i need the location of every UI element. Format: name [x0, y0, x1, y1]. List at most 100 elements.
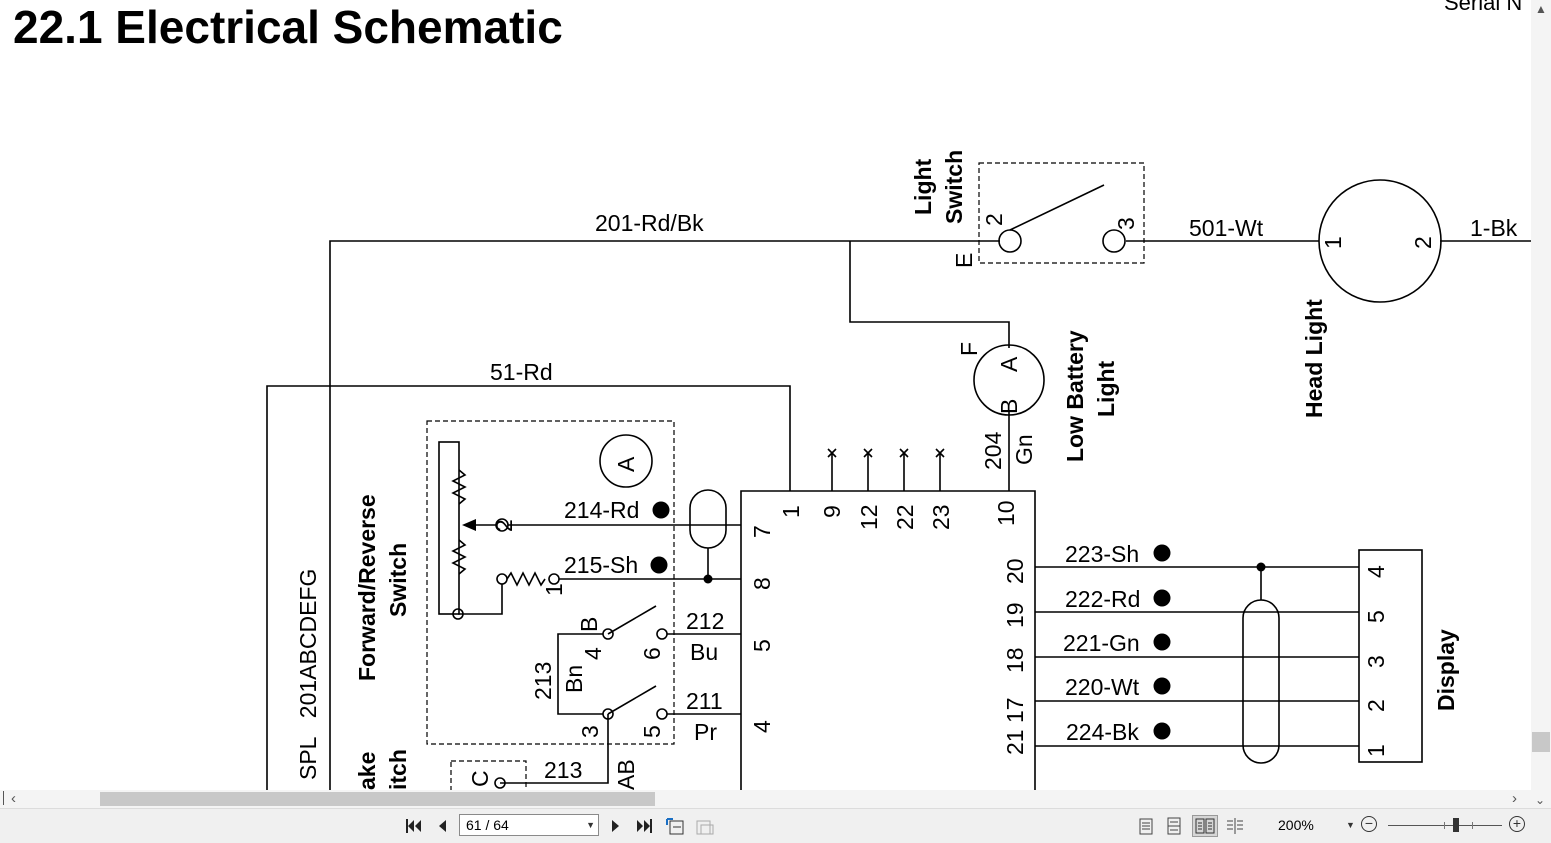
zoom-slider-tick — [1444, 822, 1445, 829]
pin-fr-3: 3 — [577, 725, 603, 738]
brake-switch-box — [450, 760, 527, 790]
scroll-down-icon[interactable]: ⌄ — [1535, 793, 1546, 807]
wire-color-gn: Gn — [1011, 434, 1037, 465]
pin-controller-8: 8 — [749, 577, 775, 590]
pin-controller-19: 19 — [1002, 602, 1028, 628]
pin-fr-2: 2 — [491, 519, 517, 532]
wire-label-224: 224-Bk — [1066, 719, 1139, 745]
pin-controller-12: 12 — [856, 504, 882, 530]
wire-label-213-bottom: 213 — [544, 757, 582, 783]
pin-controller-21-17: 21 17 — [1002, 697, 1028, 755]
brake-switch-label-line2: itch — [385, 749, 411, 790]
pin-controller-1: 1 — [778, 505, 804, 518]
vertical-scrollbar[interactable]: ▲ ⌄ — [1531, 0, 1551, 808]
pin-brake-c: C — [467, 770, 493, 787]
pin-display-3: 3 — [1363, 655, 1389, 668]
last-page-button[interactable] — [634, 815, 656, 837]
wire-label-201: 201-Rd/Bk — [595, 210, 704, 236]
pin-controller-22: 22 — [892, 504, 918, 530]
pin-controller-18: 18 — [1002, 647, 1028, 673]
zoom-in-button[interactable]: + — [1509, 816, 1525, 832]
next-view-icon — [696, 820, 714, 835]
display-label: Display — [1433, 629, 1459, 711]
zoom-slider-thumb[interactable] — [1453, 818, 1460, 832]
pin-light-switch-2: 2 — [981, 213, 1007, 226]
pin-low-battery-a: A — [996, 356, 1022, 372]
pin-head-light-2: 2 — [1410, 236, 1436, 249]
wire-color-pr: Pr — [694, 719, 717, 745]
horizontal-scroll-thumb[interactable] — [100, 792, 655, 806]
pin-controller-5: 5 — [749, 639, 775, 652]
pin-fr-1: 1 — [541, 583, 567, 596]
scroll-left-icon[interactable]: ‹ — [11, 790, 16, 807]
document-viewport[interactable]: 22.1 Electrical Schematic Serial N — [0, 0, 1531, 790]
two-page-icon — [1195, 818, 1215, 834]
previous-page-button[interactable] — [432, 815, 452, 837]
vertical-scroll-thumb[interactable] — [1532, 732, 1550, 752]
pin-controller-9: 9 — [819, 505, 845, 518]
previous-view-button[interactable] — [664, 815, 686, 837]
pin-low-battery-f: F — [956, 342, 982, 356]
head-light-label: Head Light — [1301, 299, 1327, 418]
connector-dots — [650, 501, 1171, 740]
pin-labels: 2 3 E 1 2 F A B 2 1 A B 4 6 3 5 1 9 12 2… — [467, 213, 1436, 790]
two-page-view-button[interactable] — [1192, 815, 1218, 837]
zoom-out-button[interactable]: − — [1361, 816, 1377, 832]
brake-switch-contact — [494, 777, 506, 789]
scroll-up-icon[interactable]: ▲ — [1535, 2, 1547, 16]
plus-icon: + — [1512, 815, 1522, 831]
viewer-toolbar: 61 / 64 ▼ 200% ▼ − + — [0, 808, 1551, 843]
zoom-dropdown-icon[interactable]: ▼ — [1346, 820, 1355, 830]
wire-label-51: 51-Rd — [490, 359, 553, 385]
wire-label-215: 215-Sh — [564, 552, 638, 578]
page-title: 22.1 Electrical Schematic — [13, 1, 563, 53]
pin-fr-5: 5 — [639, 725, 665, 738]
pin-ab: AB — [613, 759, 639, 790]
previous-view-icon — [666, 818, 684, 835]
display-symbol — [1358, 549, 1423, 763]
page-number-field[interactable]: 61 / 64 ▼ — [459, 814, 599, 836]
light-switch — [978, 162, 1145, 264]
wire-label-221: 221-Gn — [1063, 630, 1140, 656]
brake-switch-label-line1: ake — [354, 752, 380, 790]
horizontal-scrollbar[interactable]: ‹ › — [0, 790, 1531, 808]
pin-fr-6: 6 — [639, 647, 665, 660]
next-view-button[interactable] — [694, 815, 716, 837]
scroll-right-icon[interactable]: › — [1512, 790, 1517, 807]
low-battery-label-line2: Light — [1093, 360, 1119, 417]
first-page-icon — [406, 819, 421, 833]
pin-fr-b: B — [576, 617, 602, 632]
pin-controller-4: 4 — [749, 720, 775, 733]
wire-label-501: 501-Wt — [1189, 215, 1264, 241]
forward-reverse-label-line1: Forward/Reverse — [354, 494, 380, 681]
header-corner-text: Serial N — [1444, 0, 1523, 15]
splice-dot — [1256, 562, 1266, 572]
first-page-button[interactable] — [402, 815, 424, 837]
electrical-schematic: 201-Rd/Bk 501-Wt 1-Bk 51-Rd 214-Rd 215-S… — [266, 150, 1531, 790]
single-page-view-button[interactable] — [1136, 815, 1156, 837]
pin-controller-7: 7 — [749, 525, 775, 538]
light-switch-label-line1: Light — [910, 158, 936, 215]
wire-label-204: 204 — [980, 431, 1006, 470]
display-cable-shield — [1242, 599, 1280, 764]
forward-reverse-label-line2: Switch — [385, 543, 411, 617]
zoom-slider-track[interactable] — [1388, 825, 1502, 826]
next-page-button[interactable] — [606, 815, 626, 837]
wire-color-bu: Bu — [690, 639, 718, 665]
wire-label-223: 223-Sh — [1065, 541, 1139, 567]
pin-display-2: 2 — [1363, 699, 1389, 712]
light-switch-label-line2: Switch — [941, 150, 967, 224]
continuous-two-page-icon — [1227, 818, 1243, 834]
continuous-two-page-view-button[interactable] — [1224, 815, 1246, 837]
wire-label-1bk: 1-Bk — [1470, 215, 1518, 241]
last-page-icon — [637, 819, 652, 833]
head-light-symbol — [1318, 179, 1442, 303]
single-page-icon — [1139, 818, 1153, 835]
splice-label: SPL 201ABCDEFG — [295, 569, 321, 780]
chevron-down-icon[interactable]: ▼ — [586, 820, 595, 830]
wire-label-213: 213 — [530, 662, 556, 700]
continuous-view-button[interactable] — [1164, 815, 1184, 837]
next-page-icon — [612, 820, 619, 832]
pin-low-battery-b: B — [996, 399, 1022, 414]
zoom-level-field[interactable]: 200% — [1278, 817, 1314, 833]
